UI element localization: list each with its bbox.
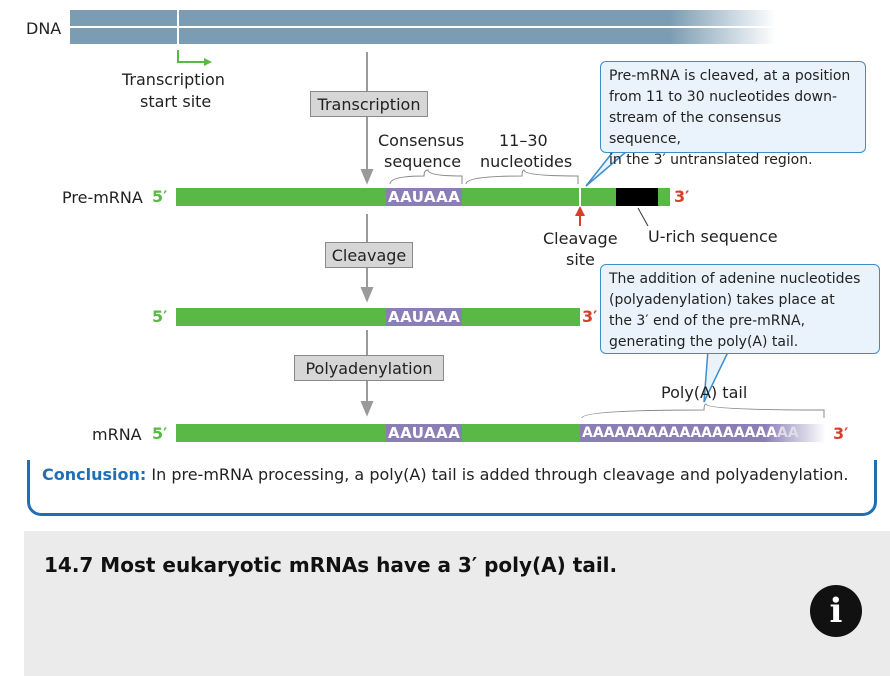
cleaved-5prime: 5′ bbox=[152, 307, 168, 326]
figure: DNA Transcription start site Transcripti… bbox=[24, 0, 890, 676]
dna-strand bbox=[70, 10, 776, 44]
conclusion-label: Conclusion: bbox=[42, 465, 147, 484]
step-polyadenylation: Polyadenylation bbox=[294, 355, 444, 381]
u-rich-label: U-rich sequence bbox=[648, 227, 778, 246]
dna-label: DNA bbox=[26, 19, 62, 38]
cleavage-callout-line: stream of the consensus sequence, bbox=[609, 110, 782, 147]
step-transcription: Transcription bbox=[310, 91, 428, 117]
consensus-label-2: sequence bbox=[384, 152, 462, 171]
figure-caption: 14.7 Most eukaryotic mRNAs have a 3′ pol… bbox=[44, 553, 618, 577]
mrna-5prime: 5′ bbox=[152, 424, 168, 443]
nucleotides-label-2: nucleotides bbox=[480, 152, 573, 171]
cleavage-callout: Pre-mRNA is cleaved, at a position from … bbox=[600, 61, 866, 168]
mrna-label: mRNA bbox=[92, 425, 142, 444]
polya-callout-line: the 3′ end of the pre-mRNA, bbox=[609, 313, 806, 329]
u-rich-leader bbox=[637, 207, 649, 227]
cleavage-callout-line: from 11 to 30 nucleotides down- bbox=[609, 89, 838, 105]
transcription-start-label-2: start site bbox=[140, 92, 212, 111]
cleavage-callout-line: Pre-mRNA is cleaved, at a position bbox=[609, 68, 851, 84]
cleavage-site-label: Cleavage bbox=[543, 229, 618, 248]
cleavage-site-arrow bbox=[575, 206, 585, 226]
conclusion-box: Conclusion: In pre-mRNA processing, a po… bbox=[27, 460, 877, 516]
cleaved-3prime: 3′ bbox=[582, 307, 598, 326]
polyadenylation-callout: The addition of adenine nucleotides (pol… bbox=[600, 264, 880, 354]
conclusion-text: In pre-mRNA processing, a poly(A) tail i… bbox=[151, 465, 849, 484]
pre-mrna-aauaaa: AAUAAA bbox=[388, 188, 461, 206]
transcription-start-arrow bbox=[177, 50, 212, 66]
cleaved-aauaaa: AAUAAA bbox=[388, 308, 461, 326]
cleaved-strand bbox=[176, 308, 580, 326]
pre-mrna-3prime: 3′ bbox=[674, 187, 690, 206]
nucleotides-label: 11–30 bbox=[499, 131, 548, 150]
mrna-polya-sequence: AAAAAAAAAAAAAAAAAAAA bbox=[582, 425, 799, 441]
pre-mrna-5prime: 5′ bbox=[152, 187, 168, 206]
polya-callout-line: generating the poly(A) tail. bbox=[609, 334, 799, 350]
polya-callout-line: (polyadenylation) takes place at bbox=[609, 292, 835, 308]
info-icon[interactable]: i bbox=[810, 585, 862, 637]
step-cleavage: Cleavage bbox=[325, 242, 413, 268]
mrna-3prime: 3′ bbox=[833, 424, 849, 443]
caption-panel: 14.7 Most eukaryotic mRNAs have a 3′ pol… bbox=[24, 531, 890, 676]
transcription-start-label: Transcription bbox=[122, 70, 225, 89]
pre-mrna-strand bbox=[176, 169, 670, 206]
pre-mrna-label: Pre-mRNA bbox=[62, 188, 143, 207]
polya-callout-line: The addition of adenine nucleotides bbox=[609, 271, 861, 287]
diagram-graphics bbox=[70, 10, 826, 442]
polya-tail-label: Poly(A) tail bbox=[661, 383, 748, 402]
cleavage-site-label-2: site bbox=[566, 250, 595, 269]
consensus-label: Consensus bbox=[378, 131, 465, 150]
cleavage-callout-line: in the 3′ untranslated region. bbox=[609, 152, 813, 168]
mrna-strand bbox=[176, 403, 826, 442]
mrna-aauaaa: AAUAAA bbox=[388, 424, 461, 442]
